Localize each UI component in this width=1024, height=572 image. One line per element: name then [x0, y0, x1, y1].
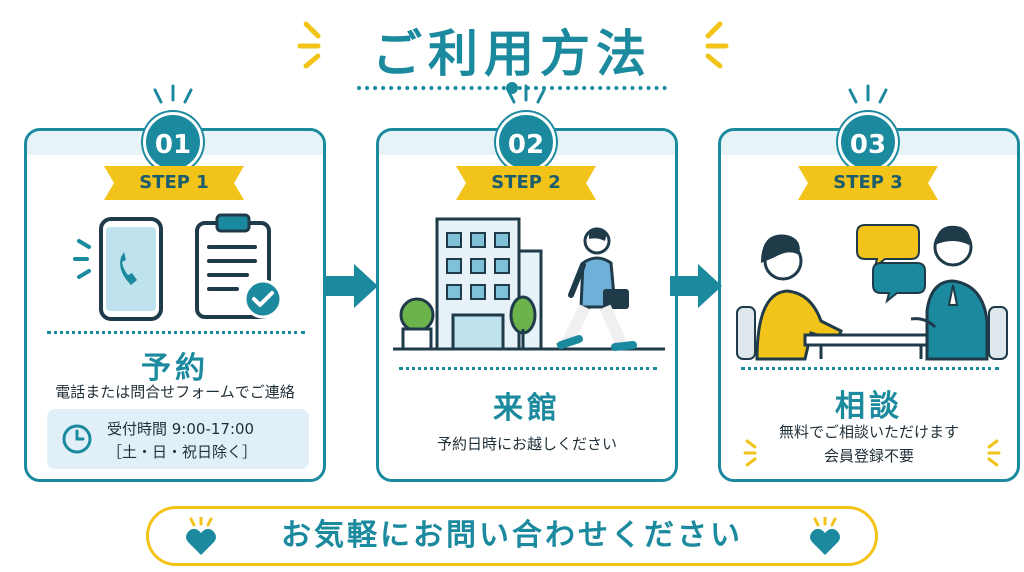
contact-message: お気軽にお問い合わせください — [281, 518, 743, 553]
step-number-1: 01 — [143, 112, 203, 172]
sparkle-icon — [297, 21, 321, 69]
hours-exceptions: ［土・日・祝日除く］ — [107, 443, 258, 461]
consultation-icon — [736, 224, 1008, 361]
hours-time: 受付時間 9:00-17:00 — [107, 420, 255, 438]
sparkle-icon — [153, 84, 193, 104]
heart-icon — [186, 517, 216, 555]
heart-icon — [810, 517, 840, 555]
phone-icon — [73, 217, 163, 321]
step-card-2: 来館 予約日時にお越しください — [376, 128, 678, 482]
step-number-3: 03 — [838, 112, 898, 172]
page-title: ご利用方法 — [372, 25, 652, 83]
arrow-right-icon — [326, 264, 378, 308]
title-area: ご利用方法 — [0, 6, 1024, 96]
arrow-right-icon — [670, 264, 722, 308]
step-description: 無料でご相談いただけます — [778, 423, 959, 441]
step-number-2: 02 — [496, 112, 556, 172]
separator — [47, 331, 305, 334]
walking-person-icon — [556, 227, 637, 351]
separator — [741, 367, 999, 370]
building-icon — [393, 217, 665, 351]
step-ribbon-1: STEP 1 — [104, 166, 244, 200]
step-heading: 来館 — [493, 391, 561, 426]
step-heading: 予約 — [141, 351, 209, 386]
step-label: STEP 3 — [833, 172, 903, 193]
ribbon-shape — [456, 166, 596, 200]
step-description: 予約日時にお越しください — [436, 435, 617, 453]
clock-icon — [62, 424, 92, 454]
step-heading: 相談 — [835, 389, 903, 424]
hours-box: 受付時間 9:00-17:00 ［土・日・祝日除く］ — [47, 409, 309, 469]
step-description: 電話または問合せフォームでご連絡 — [55, 383, 295, 401]
contact-banner[interactable]: お気軽にお問い合わせください — [146, 506, 878, 566]
sparkle-icon — [506, 84, 546, 104]
sparkle-icon — [705, 21, 729, 69]
step-note: 会員登録不要 — [823, 447, 914, 465]
clipboard-check-icon — [195, 213, 283, 319]
separator — [399, 367, 657, 370]
step-card-1: 予約 電話または問合せフォームでご連絡 受付時間 9:00-17:00 ［土・日… — [24, 128, 326, 482]
step-ribbon-3: STEP 3 — [798, 166, 938, 200]
sparkle-icon — [987, 439, 1001, 467]
ribbon-shape — [798, 166, 938, 200]
sparkle-icon — [743, 439, 757, 467]
ribbon-shape — [104, 166, 244, 200]
sparkle-icon — [848, 84, 888, 104]
step-ribbon-2: STEP 2 — [456, 166, 596, 200]
step-label: STEP 1 — [139, 172, 209, 193]
step-label: STEP 2 — [491, 172, 561, 193]
